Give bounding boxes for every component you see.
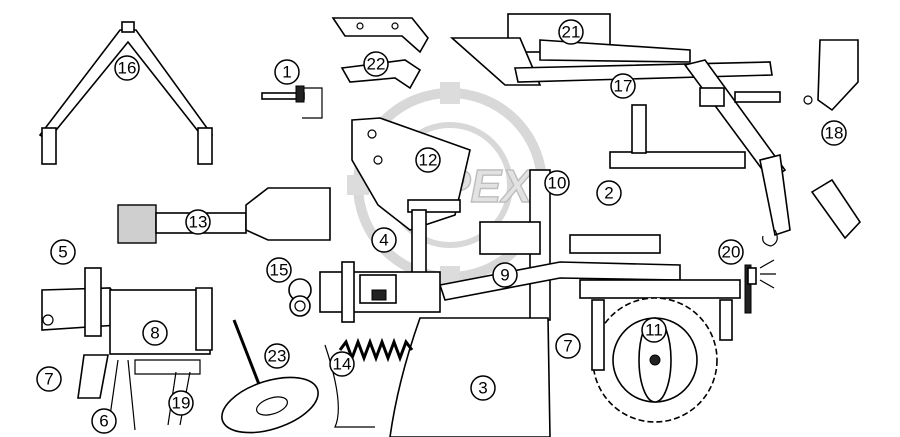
callout-label: 20 <box>722 243 741 262</box>
callout-15: 15 <box>266 257 292 283</box>
part-side-plate <box>351 117 471 231</box>
callout-label: 17 <box>614 77 633 96</box>
callout-label: 18 <box>825 124 844 143</box>
part-main-frame <box>407 169 741 321</box>
callout-label: 21 <box>562 23 581 42</box>
callout-label: 10 <box>548 174 567 193</box>
callout-label: 6 <box>99 412 108 431</box>
callout-label: 7 <box>563 337 572 356</box>
callout-label: 8 <box>150 324 159 343</box>
callout-4: 4 <box>371 227 397 253</box>
callout-label: 9 <box>500 266 509 285</box>
part-disc <box>221 319 319 434</box>
callout-label: 7 <box>44 370 53 389</box>
callout-7-right: 7 <box>555 333 581 359</box>
callout-3: 3 <box>470 375 496 401</box>
part-hitch-frame <box>38 21 214 165</box>
callout-label: 22 <box>367 55 386 74</box>
callout-label: 5 <box>58 243 67 262</box>
callout-label: 1 <box>282 63 291 82</box>
callout-18: 18 <box>821 120 847 146</box>
callout-label: 19 <box>172 394 191 413</box>
callout-11: 11 <box>641 317 667 343</box>
callout-16: 16 <box>114 55 140 81</box>
callout-label: 2 <box>604 184 613 203</box>
callout-12: 12 <box>415 147 441 173</box>
part-top-link <box>449 13 791 247</box>
part-clamp-assembly <box>319 261 441 323</box>
part-cylinder-tube <box>117 187 331 244</box>
callout-2: 2 <box>596 180 622 206</box>
callout-22: 22 <box>363 51 389 77</box>
callout-label: 14 <box>333 355 352 374</box>
part-main-bar <box>609 104 746 169</box>
callout-7-left: 7 <box>36 366 62 392</box>
callout-10: 10 <box>544 170 570 196</box>
part-plates <box>803 39 862 240</box>
part-packer-wheel <box>591 297 733 423</box>
callout-1: 1 <box>274 59 300 85</box>
callout-14: 14 <box>329 351 355 377</box>
callout-label: 3 <box>478 379 487 398</box>
callout-19: 19 <box>168 390 194 416</box>
callout-5: 5 <box>50 239 76 265</box>
callout-label: 12 <box>419 151 438 170</box>
callout-label: 13 <box>189 213 208 232</box>
callout-6: 6 <box>91 408 117 434</box>
callout-13: 13 <box>185 209 211 235</box>
callout-8: 8 <box>142 320 168 346</box>
callout-17: 17 <box>610 73 636 99</box>
callout-label: 11 <box>645 321 663 340</box>
callout-label: 16 <box>118 59 137 78</box>
callout-label: 15 <box>270 261 289 280</box>
part-washers <box>288 278 312 317</box>
callout-label: 4 <box>379 231 388 250</box>
callout-21: 21 <box>558 19 584 45</box>
part-pin <box>261 85 323 119</box>
callout-23: 23 <box>264 343 290 369</box>
callout-20: 20 <box>718 239 744 265</box>
callout-9: 9 <box>492 262 518 288</box>
callout-label: 23 <box>268 347 287 366</box>
part-light <box>744 259 776 314</box>
part-shank <box>389 317 551 437</box>
